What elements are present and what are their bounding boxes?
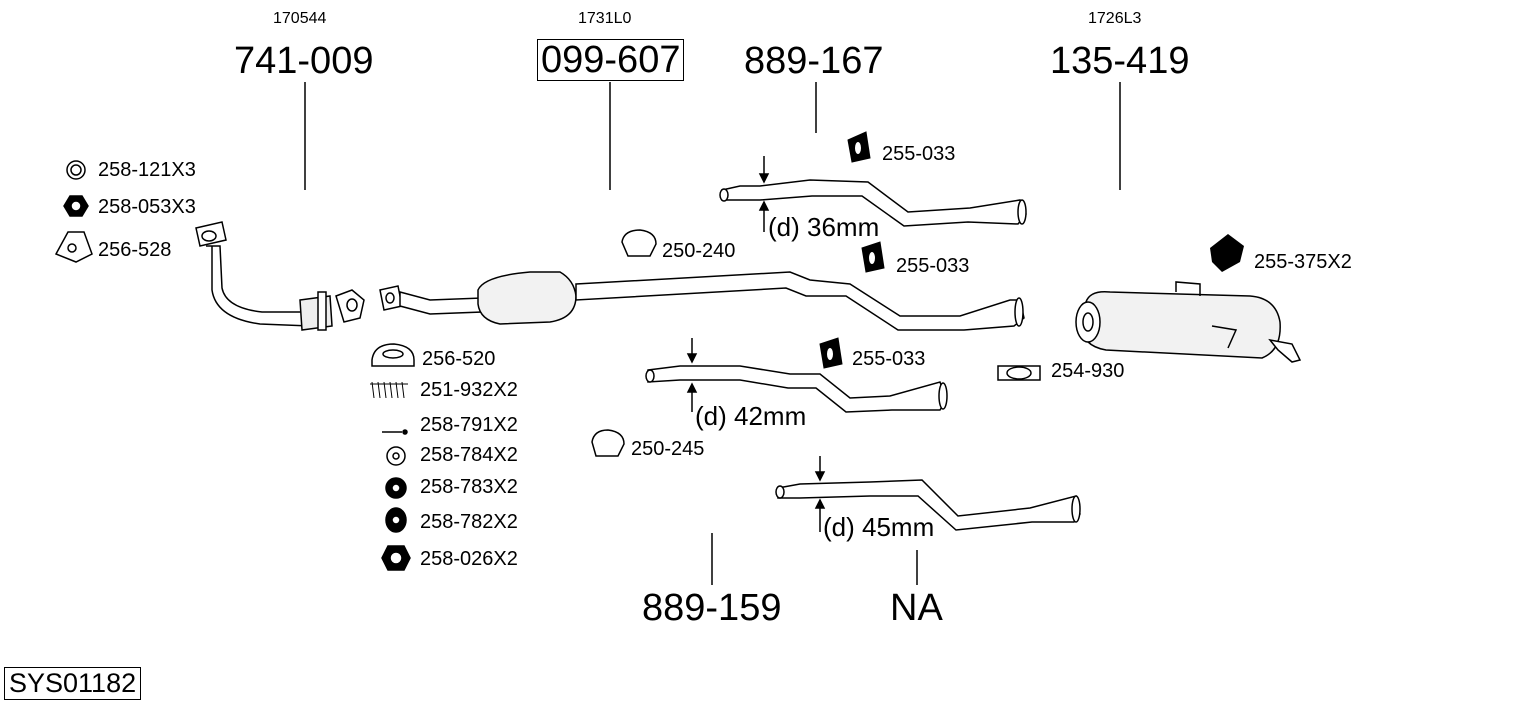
oem-code-1: 170544 bbox=[273, 10, 327, 27]
label-255-033-mid[interactable]: 255-033 bbox=[896, 255, 970, 277]
small-parts bbox=[54, 160, 415, 571]
diameter-45: (d) 45mm bbox=[823, 512, 935, 542]
part-number-099-607[interactable]: 099-607 bbox=[537, 39, 685, 81]
label-256-520[interactable]: 256-520 bbox=[422, 348, 496, 370]
part-number-135-419[interactable]: 135-419 bbox=[1050, 40, 1190, 82]
hanger-icons bbox=[819, 131, 885, 369]
system-code: SYS01182 bbox=[4, 667, 142, 700]
part-number-741-009[interactable]: 741-009 bbox=[234, 40, 374, 82]
part-number-na[interactable]: NA bbox=[890, 587, 943, 629]
label-258-791[interactable]: 258-791X2 bbox=[420, 414, 518, 436]
label-258-053[interactable]: 258-053X3 bbox=[98, 196, 196, 218]
label-258-121[interactable]: 258-121X3 bbox=[98, 159, 196, 181]
mount-icon bbox=[1210, 234, 1244, 272]
diameter-36: (d) 36mm bbox=[768, 212, 880, 242]
clamp-icons bbox=[591, 229, 1041, 457]
label-258-784[interactable]: 258-784X2 bbox=[420, 444, 518, 466]
label-250-240[interactable]: 250-240 bbox=[662, 240, 736, 262]
label-258-783[interactable]: 258-783X2 bbox=[420, 476, 518, 498]
part-number-889-167[interactable]: 889-167 bbox=[744, 40, 884, 82]
label-258-026[interactable]: 258-026X2 bbox=[420, 548, 518, 570]
rear-silencer bbox=[1075, 281, 1302, 363]
label-250-245[interactable]: 250-245 bbox=[631, 438, 705, 460]
label-256-528[interactable]: 256-528 bbox=[98, 239, 172, 261]
label-255-033-low[interactable]: 255-033 bbox=[852, 348, 926, 370]
part-number-889-159[interactable]: 889-159 bbox=[642, 587, 782, 629]
label-255-033-top[interactable]: 255-033 bbox=[882, 143, 956, 165]
label-254-930[interactable]: 254-930 bbox=[1051, 360, 1125, 382]
diameter-42: (d) 42mm bbox=[695, 401, 807, 431]
oem-code-2: 1731L0 bbox=[578, 10, 632, 27]
pipe-na bbox=[775, 479, 1081, 531]
label-255-375[interactable]: 255-375X2 bbox=[1254, 251, 1352, 273]
oem-code-4: 1726L3 bbox=[1088, 10, 1142, 27]
front-pipe bbox=[195, 221, 365, 331]
label-258-782[interactable]: 258-782X2 bbox=[420, 511, 518, 533]
arrows bbox=[686, 156, 826, 532]
label-251-932[interactable]: 251-932X2 bbox=[420, 379, 518, 401]
pipe-889-167 bbox=[719, 179, 1027, 227]
pipe-889-159 bbox=[645, 365, 948, 413]
catalyst-pipe bbox=[379, 271, 1025, 331]
